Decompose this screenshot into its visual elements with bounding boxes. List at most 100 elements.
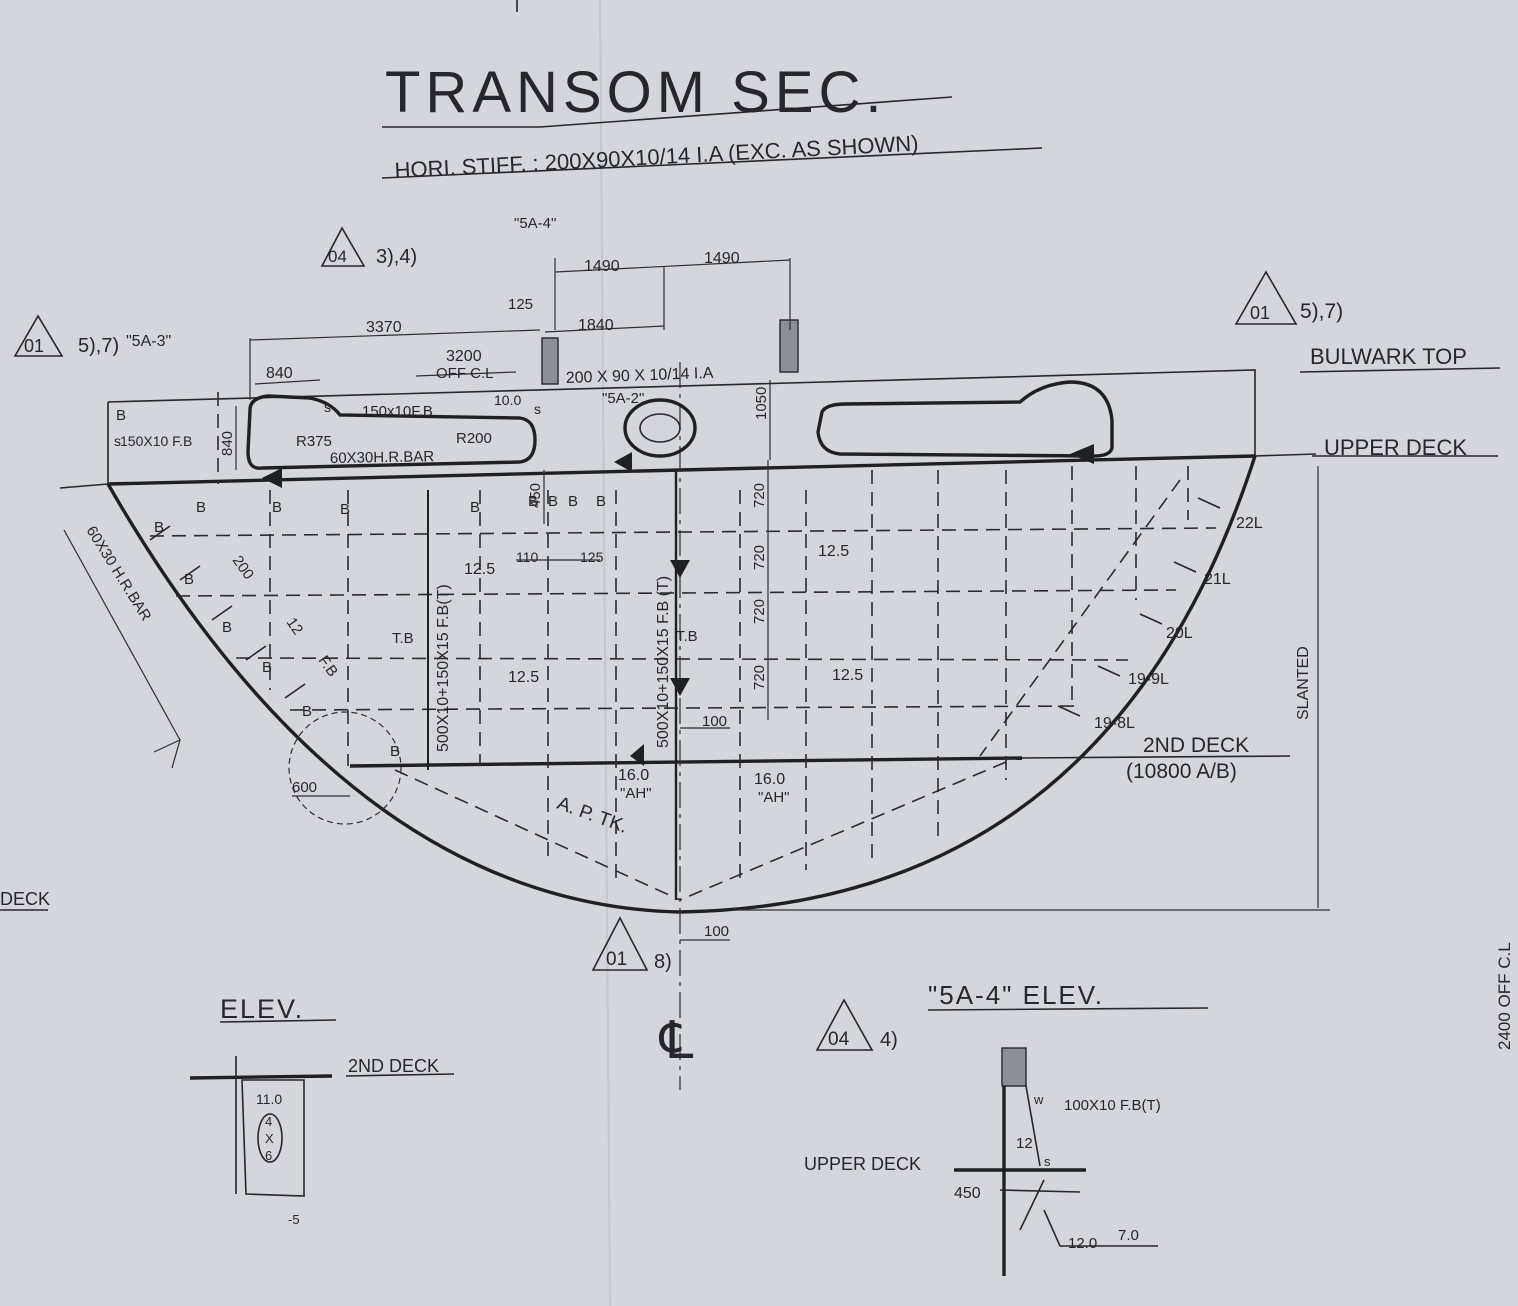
rev-tag-04-elev: 04 4) [815,998,898,1051]
dim-200: 200 [229,553,257,583]
svg-text:11.0: 11.0 [256,1091,282,1107]
plate-12-5-b: 12.5 [818,543,849,560]
svg-text:-5: -5 [288,1212,300,1227]
plate-12-5-a: 12.5 [464,561,495,578]
svg-text:12: 12 [1016,1135,1033,1152]
subtitle-underline [381,147,1043,179]
s-marks: s s s [114,399,541,449]
opening-left [246,394,537,470]
svg-text:B: B [184,571,194,588]
svg-text:UPPER DECK: UPPER DECK [804,1154,921,1174]
radius-375-label: R375 [296,433,332,450]
rev-tag-04-top: 04 3),4) [320,226,417,268]
svg-text:s: s [1044,1154,1051,1169]
dim-off-cl: OFF C.L [436,365,494,382]
svg-text:B: B [568,493,578,510]
elev-right-detail: 12 w s 100X10 F.B(T) UPPER DECK 450 12.0… [804,1085,1161,1276]
dim-100-b: 100 [704,923,729,940]
dim-1840: 1840 [578,317,614,334]
ia-stiffener-label: 200 X 90 X 10/14 I.A [566,365,714,387]
dim-1050: 1050 [753,387,770,420]
svg-text:B: B [116,407,126,424]
svg-text:B: B [470,499,480,516]
dimension-lines [63,258,791,941]
dim-110: 110 [516,549,539,565]
frame-20l: 20L [1166,625,1193,642]
svg-text:B: B [272,499,282,516]
svg-text:B: B [340,501,350,518]
stanchion-5a4 [541,337,559,385]
dim-125-b: 125 [580,549,604,565]
svg-text:100X10 F.B(T): 100X10 F.B(T) [1064,1097,1161,1114]
svg-text:B: B [196,499,206,516]
dim-720-d: 720 [751,665,768,690]
dim-3200: 3200 [446,348,482,365]
dim-12: 12 [283,615,306,638]
stanchion-right [779,319,799,373]
rev-tag-01-left: 01 5),7) [13,314,119,357]
tee-girder-centre-label: 500X10+150X15 F.B (T) [655,576,672,748]
svg-text:s: s [534,401,541,417]
svg-text:s: s [324,399,331,415]
rev-tag-01-bottom: 01 8) [591,916,672,973]
svg-text:B: B [222,619,232,636]
radius-200-label: R200 [456,430,492,447]
tb-label-left: T.B [392,630,414,647]
svg-text:6: 6 [265,1148,272,1163]
frame-19-8l: 19-8L [1094,715,1135,732]
frame-22l: 22L [1236,515,1263,532]
svg-text:B: B [390,743,400,760]
svg-text:4: 4 [265,1114,272,1129]
rev-tag-01-right: 01 5),7) [1234,270,1343,325]
hr-bar-label: 60X30H.R.BAR [330,448,435,467]
dim-840-vertical: 840 [219,431,236,456]
upper-deck-line [107,454,1256,486]
ref-5a-3: "5A-3" [126,333,171,350]
svg-text:12.0: 12.0 [1068,1235,1097,1252]
svg-text:s: s [114,433,121,449]
dim-720-c: 720 [751,599,768,624]
shell-brackets [149,497,1221,717]
svg-text:7.0: 7.0 [1118,1227,1139,1244]
bulwark-top-label: BULWARK TOP [1310,344,1467,369]
ah-grade-a: "AH" [620,785,652,802]
tee-girder-left-label: 500X10+150X15 F.B(T) [435,584,452,752]
ah-grade-b: "AH" [758,789,790,806]
svg-text:B: B [154,519,164,536]
svg-text:B: B [262,659,272,676]
dim-10: 10.0 [494,392,521,408]
diagonal-frames [394,479,1181,901]
ref-5a-4: "5A-4" [514,215,556,232]
dim-720-a: 720 [751,483,768,508]
svg-text:B: B [528,493,538,510]
svg-text:01: 01 [1250,303,1270,323]
svg-text:450: 450 [954,1185,981,1202]
fb-150-small-label: 150X10 F.B [120,433,192,449]
plate-12-5-d: 12.5 [832,667,863,684]
dim-840: 840 [266,365,293,382]
elev-right-title: "5A-4" ELEV. [928,980,1104,1010]
tb-label-centre: T.B [676,628,698,645]
second-deck-label: 2ND DECK [1143,734,1249,757]
dim-450: 450 [527,483,544,508]
paper-fold [599,0,611,1306]
svg-text:5),7): 5),7) [1300,300,1343,323]
svg-text:04: 04 [328,247,347,266]
svg-text:X: X [265,1131,274,1146]
second-deck-line [349,756,1023,768]
plate-12-5-c: 12.5 [508,669,539,686]
upper-deck-label: UPPER DECK [1324,435,1467,460]
elev-left-deck-label: 2ND DECK [348,1056,439,1076]
dim-600: 600 [292,779,317,796]
svg-text:04: 04 [828,1029,850,1050]
dim-100: 100 [702,713,727,730]
slanted-label: SLANTED [1295,646,1312,720]
svg-text:01: 01 [24,336,44,356]
horizontal-stiffeners [149,527,1217,711]
detail-circle [288,711,402,825]
svg-text:8): 8) [654,951,672,973]
fb-bracket-label: F.B [315,653,341,681]
frame-19-9l: 19-9L [1128,671,1169,688]
svg-text:B: B [596,493,606,510]
aft-peak-tank-label: A. P. TK. [554,793,630,838]
